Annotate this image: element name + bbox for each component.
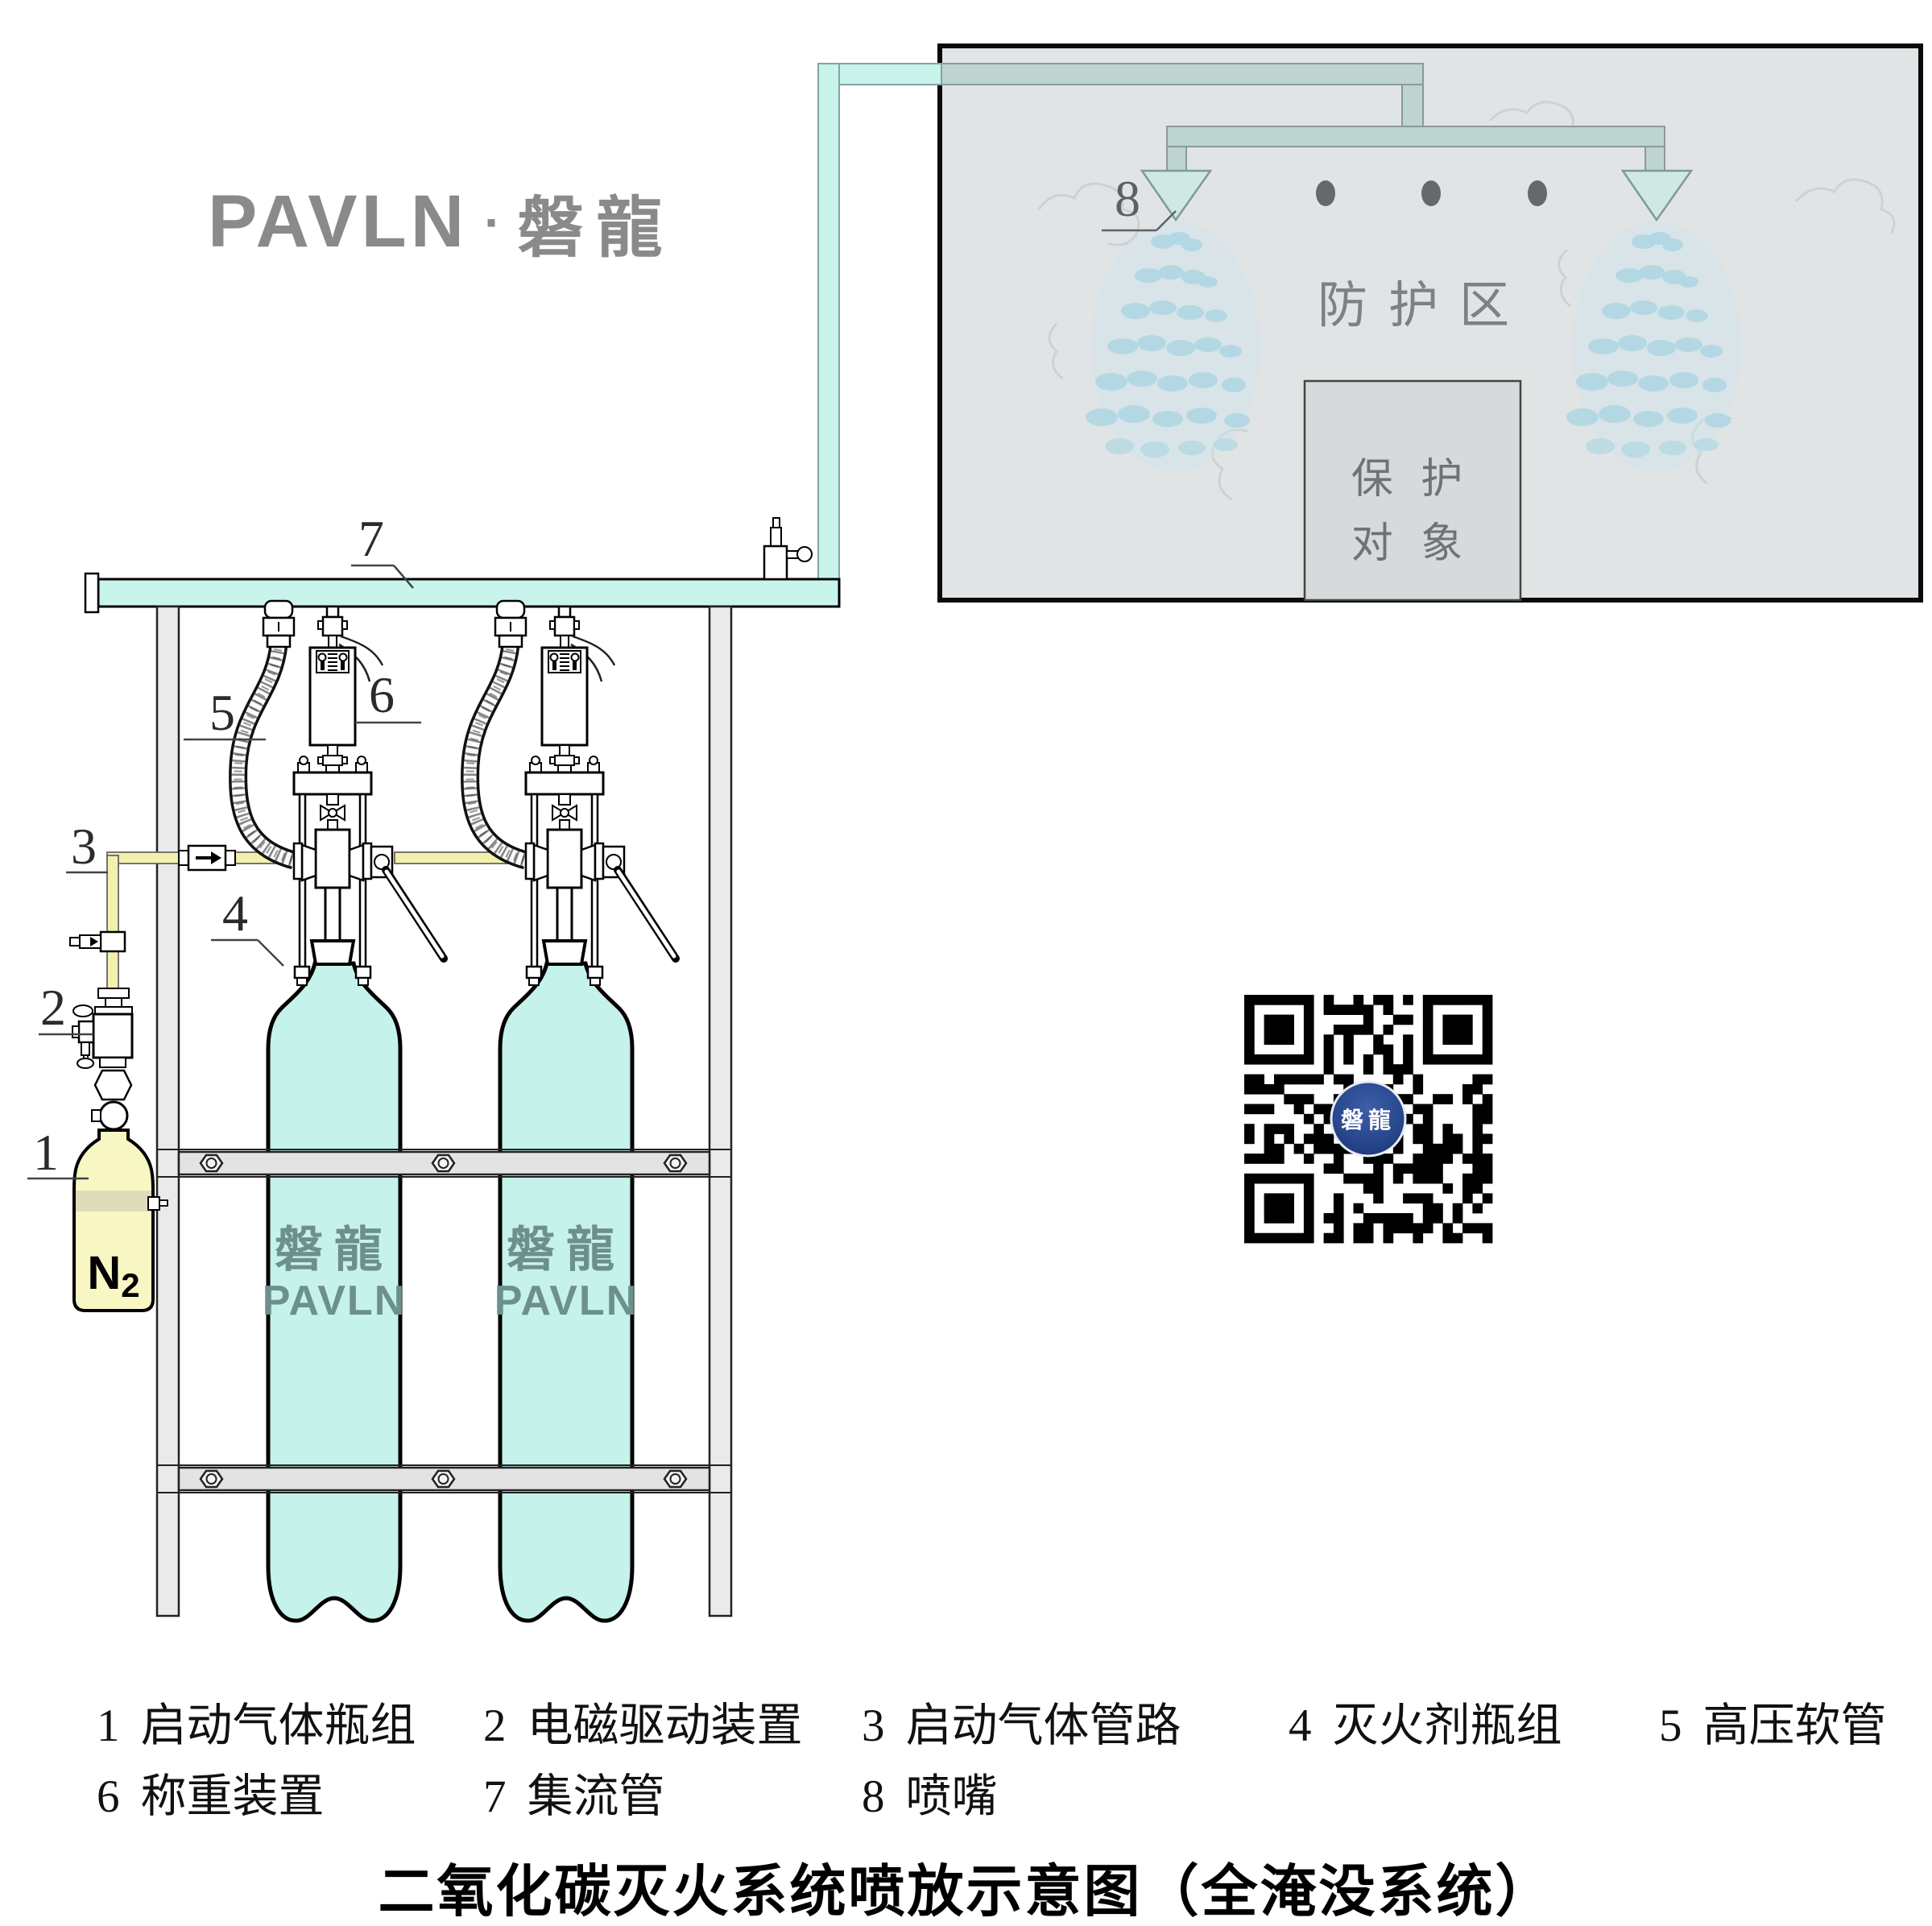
legend-num: 1 <box>97 1700 120 1751</box>
cloud-outlines <box>1037 101 1896 501</box>
legend-text: 启动气体瓶组 <box>140 1700 416 1751</box>
svg-text:6: 6 <box>369 666 395 723</box>
n2-label: N2 <box>87 1247 139 1304</box>
legend-item-2: 2 电磁驱动装置 <box>483 1688 803 1754</box>
legend-num: 5 <box>1659 1700 1682 1751</box>
solenoid-body <box>92 1013 134 1059</box>
nozzle-left <box>1140 169 1213 222</box>
cylinder-band <box>76 1191 151 1212</box>
protected-object: 保 护 对 象 <box>1303 379 1522 602</box>
part-label-3: 3 <box>66 818 108 875</box>
qr-center-logo <box>1330 1080 1407 1158</box>
svg-text:3: 3 <box>71 818 97 875</box>
cylinder-brand-en: PAVLN <box>263 1278 407 1324</box>
manifold-end-flange <box>84 572 100 614</box>
ball-fitting <box>98 1100 129 1131</box>
protected-object-line1: 保 护 <box>1351 456 1471 503</box>
solenoid-actuator <box>72 988 134 1131</box>
logo-dot-icon: · <box>484 193 502 251</box>
manifold-safety-valve <box>763 517 813 581</box>
cylinder-brand-cn: 磐龍 <box>507 1223 626 1277</box>
legend-text: 启动气体管路 <box>905 1700 1181 1751</box>
valve-assembly-2 <box>526 607 676 985</box>
legend-item-8: 8 喷嘴 <box>862 1759 998 1825</box>
qr-modules <box>1244 995 1493 1244</box>
protected-object-line2: 对 象 <box>1351 520 1471 567</box>
valve-assembly-1 <box>294 607 444 985</box>
part-label-8: 8 <box>1102 170 1177 232</box>
zone-distribution-pipe <box>941 63 1665 172</box>
legend-num: 3 <box>862 1700 885 1751</box>
agent-cylinder-1: 磐龍 PAVLN <box>263 961 407 1623</box>
rack-bar-lower <box>155 1464 733 1494</box>
part-labels: 1 2 3 4 5 6 7 <box>27 510 421 1181</box>
cylinder-brand-en: PAVLN <box>494 1278 639 1324</box>
legend-item-6: 6 称重装置 <box>97 1759 325 1825</box>
legend-text: 高压软管 <box>1702 1700 1887 1751</box>
cylinder-brand-cn: 磐龍 <box>275 1223 394 1277</box>
legend-item-4: 4 灭火剂瓶组 <box>1289 1688 1562 1754</box>
n2-pilot-cylinder: N2 <box>72 1129 168 1312</box>
drawing-title: 二氧化碳灭火系统喷放示意图（全淹没系统） <box>378 1860 1554 1923</box>
legend-item-7: 7 集流管 <box>483 1759 665 1825</box>
hex-nut <box>93 1069 133 1101</box>
logo-latin: PAVLN <box>208 180 469 263</box>
legend-item-5: 5 高压软管 <box>1659 1688 1887 1754</box>
high-pressure-hose-2 <box>470 601 526 860</box>
logo-cjk: 磐龍 <box>517 192 676 265</box>
legend-num: 4 <box>1289 1700 1312 1751</box>
legend-item-1: 1 启动气体瓶组 <box>97 1688 416 1754</box>
legend-text: 电磁驱动装置 <box>527 1700 803 1751</box>
part-label-5: 5 <box>184 684 266 741</box>
legend-text: 喷嘴 <box>905 1771 998 1822</box>
legend-item-3: 3 启动气体管路 <box>862 1688 1181 1754</box>
check-valve <box>178 844 236 872</box>
frame-post-left <box>155 605 180 1617</box>
frame-post-right <box>708 605 733 1617</box>
svg-text:4: 4 <box>222 884 248 942</box>
ceiling-detector-dots <box>1316 180 1547 206</box>
legend-text: 称重装置 <box>140 1771 325 1822</box>
nozzle-right <box>1620 169 1694 222</box>
tee-fitting <box>69 930 126 953</box>
legend-num: 8 <box>862 1771 885 1822</box>
rack-bar-upper <box>155 1148 733 1178</box>
qr-code: 磐龍 <box>1235 985 1502 1253</box>
riser-pipe <box>817 63 942 607</box>
legend-num: 6 <box>97 1771 120 1822</box>
part-label-1: 1 <box>27 1124 89 1181</box>
svg-text:5: 5 <box>209 684 235 741</box>
manifold-pipe <box>84 517 841 614</box>
part-label-7: 7 <box>351 510 414 589</box>
legend-num: 2 <box>483 1700 507 1751</box>
protection-zone: 防护区 保 护 对 象 8 <box>937 43 1923 603</box>
svg-text:1: 1 <box>33 1124 59 1181</box>
svg-text:7: 7 <box>358 510 384 567</box>
part-label-2: 2 <box>39 979 93 1036</box>
legend-num: 7 <box>483 1771 507 1822</box>
high-pressure-hose-1 <box>238 601 294 860</box>
protected-object-box <box>1303 379 1522 602</box>
part-label-4: 4 <box>211 884 284 967</box>
qr-center-text: 磐龍 <box>1341 1107 1396 1133</box>
brand-logo: PAVLN · 磐龍 <box>208 174 675 270</box>
svg-text:8: 8 <box>1115 170 1140 227</box>
svg-text:2: 2 <box>40 979 66 1036</box>
part-label-6: 6 <box>355 666 421 724</box>
agent-cylinder-2: 磐龍 PAVLN <box>494 961 639 1623</box>
legend-text: 集流管 <box>527 1771 665 1822</box>
zone-label: 防护区 <box>1318 278 1530 333</box>
legend-text: 灭火剂瓶组 <box>1332 1700 1562 1751</box>
